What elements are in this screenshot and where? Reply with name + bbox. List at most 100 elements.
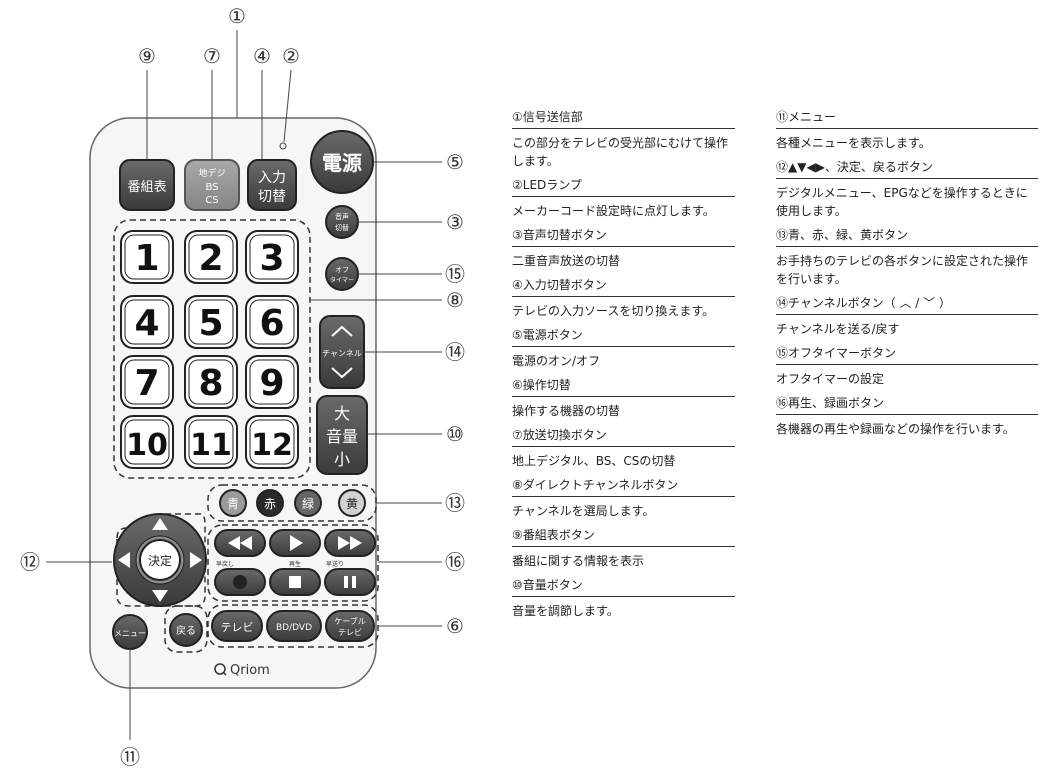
rewind-button[interactable] — [214, 529, 266, 557]
callout-8: ⑧ — [446, 288, 464, 312]
digit-button[interactable]: 2 — [184, 230, 238, 284]
digit-button[interactable]: 11 — [184, 415, 238, 469]
record-button[interactable] — [214, 568, 266, 596]
legend-heading: ⑫▲▼◀▶、決定、戻るボタン — [776, 158, 1038, 179]
legend-heading: ⑥操作切替 — [512, 376, 735, 397]
digit-label: 12 — [251, 428, 293, 463]
svg-text:音声: 音声 — [335, 212, 349, 221]
menu-button[interactable]: メニュー — [112, 614, 148, 650]
digit-label: 2 — [198, 238, 223, 279]
svg-text:ケーブル: ケーブル — [334, 616, 366, 626]
input-switch-button[interactable]: 入力 切替 — [247, 159, 297, 211]
bd-dvd-button[interactable]: BD/DVD — [266, 610, 322, 642]
digit-button[interactable]: 7 — [120, 355, 174, 409]
dpad-left-arrow-icon[interactable] — [118, 552, 130, 568]
play-button[interactable] — [269, 529, 321, 557]
digit-button[interactable]: 5 — [184, 295, 238, 349]
legend-item: ⑬青、赤、緑、黄ボタンお手持ちのテレビの各ボタンに設定された操作を行います。 — [776, 226, 1038, 294]
legend-description: 各種メニューを表示します。 — [776, 136, 931, 150]
callout-2: ② — [282, 44, 300, 68]
legend-item: ⑦放送切換ボタン地上デジタル、BS、CSの切替 — [512, 426, 735, 476]
rewind-label: 早戻し — [216, 560, 234, 568]
off-timer-button[interactable]: オフ タイマー — [325, 257, 359, 291]
tv-button[interactable]: テレビ — [211, 610, 263, 642]
cable-tv-button[interactable]: ケーブル テレビ — [325, 610, 375, 642]
legend-item: ②LEDランプメーカーコード設定時に点灯します。 — [512, 176, 735, 226]
back-group — [164, 605, 208, 653]
svg-text:BD/DVD: BD/DVD — [276, 623, 312, 633]
legend-left-column: ①信号送信部この部分をテレビの受光部にむけて操作します。②LEDランプメーカーコ… — [512, 108, 735, 626]
callout-13: ⑬ — [445, 491, 465, 515]
pause-button[interactable] — [324, 568, 376, 596]
broadcast-switch-button[interactable]: 地デジ BS CS — [184, 159, 240, 211]
red-button[interactable]: 赤 — [256, 489, 284, 517]
svg-text:戻る: 戻る — [176, 624, 196, 637]
legend-heading: ⑮オフタイマーボタン — [776, 344, 1038, 365]
digit-button[interactable]: 3 — [245, 230, 299, 284]
legend-description: チャンネルを送る/戻す — [776, 322, 900, 336]
callout-7: ⑦ — [203, 44, 221, 68]
audio-switch-button[interactable]: 音声 切替 — [325, 205, 359, 239]
digit-button[interactable]: 9 — [245, 355, 299, 409]
digit-button[interactable]: 6 — [245, 295, 299, 349]
fast-forward-button[interactable] — [324, 529, 376, 557]
enter-button[interactable]: 決定 — [139, 539, 181, 581]
blue-button[interactable]: 青 — [219, 489, 247, 517]
svg-text:大: 大 — [334, 404, 350, 423]
playback-group — [207, 524, 379, 602]
digit-label: 8 — [198, 363, 223, 404]
svg-text:黄: 黄 — [346, 497, 358, 511]
callout-12: ⑫ — [20, 550, 40, 574]
dpad-down-arrow-icon[interactable] — [152, 590, 168, 602]
brand-logo: Qriom — [214, 663, 270, 678]
direct-channel-group — [113, 219, 311, 479]
dpad-group — [116, 513, 206, 607]
svg-text:青: 青 — [227, 497, 239, 511]
stop-button[interactable] — [269, 568, 321, 596]
callout-5: ⑤ — [446, 150, 464, 174]
digit-label: 9 — [259, 363, 284, 404]
dpad-up-arrow-icon[interactable] — [152, 518, 168, 530]
svg-text:タイマー: タイマー — [330, 276, 354, 284]
power-button[interactable]: 電源 — [310, 130, 374, 194]
legend-item: ⑧ダイレクトチャンネルボタンチャンネルを選局します。 — [512, 476, 735, 526]
led-lamp — [279, 142, 287, 150]
svg-text:音量: 音量 — [326, 427, 358, 446]
callout-14: ⑭ — [445, 340, 465, 364]
legend-item: ⑯再生、録画ボタン各機器の再生や録画などの操作を行います。 — [776, 394, 1038, 444]
green-button[interactable]: 緑 — [294, 489, 322, 517]
dpad-right-arrow-icon[interactable] — [190, 552, 202, 568]
legend-heading: ⑦放送切換ボタン — [512, 426, 735, 447]
digit-label: 11 — [190, 428, 232, 463]
back-button[interactable]: 戻る — [169, 613, 203, 647]
svg-text:赤: 赤 — [264, 497, 276, 511]
digit-button[interactable]: 1 — [120, 230, 174, 284]
legend-description: デジタルメニュー、EPGなどを操作するときに使用します。 — [776, 186, 1028, 218]
legend-heading: ⑯再生、録画ボタン — [776, 394, 1038, 415]
legend-item: ④入力切替ボタンテレビの入力ソースを切り換えます。 — [512, 276, 735, 326]
svg-text:Qriom: Qriom — [230, 663, 270, 678]
legend-heading: ⑤電源ボタン — [512, 326, 735, 347]
legend-item: ⑪メニュー各種メニューを表示します。 — [776, 108, 1038, 158]
svg-text:CS: CS — [205, 195, 218, 206]
volume-button[interactable]: 大 音量 小 — [316, 395, 368, 475]
legend-heading: ⑪メニュー — [776, 108, 1038, 129]
legend-item: ⑤電源ボタン電源のオン/オフ — [512, 326, 735, 376]
svg-text:地デジ: 地デジ — [198, 167, 225, 179]
legend-description: お手持ちのテレビの各ボタンに設定された操作を行います。 — [776, 254, 1029, 286]
legend-item: ⑩音量ボタン音量を調節します。 — [512, 576, 735, 626]
digit-button[interactable]: 10 — [120, 415, 174, 469]
legend-description: 音量を調節します。 — [512, 604, 619, 618]
svg-text:テレビ: テレビ — [221, 621, 254, 634]
legend-description: テレビの入力ソースを切り換えます。 — [512, 304, 715, 318]
callout-11: ⑪ — [120, 745, 140, 769]
guide-button[interactable]: 番組表 — [119, 159, 175, 211]
legend-item: ③音声切替ボタン二重音声放送の切替 — [512, 226, 735, 276]
channel-updown-button[interactable]: チャンネル — [319, 315, 365, 389]
digit-button[interactable]: 12 — [245, 415, 299, 469]
digit-button[interactable]: 8 — [184, 355, 238, 409]
yellow-button[interactable]: 黄 — [338, 489, 366, 517]
svg-text:入力: 入力 — [258, 170, 286, 186]
digit-button[interactable]: 4 — [120, 295, 174, 349]
